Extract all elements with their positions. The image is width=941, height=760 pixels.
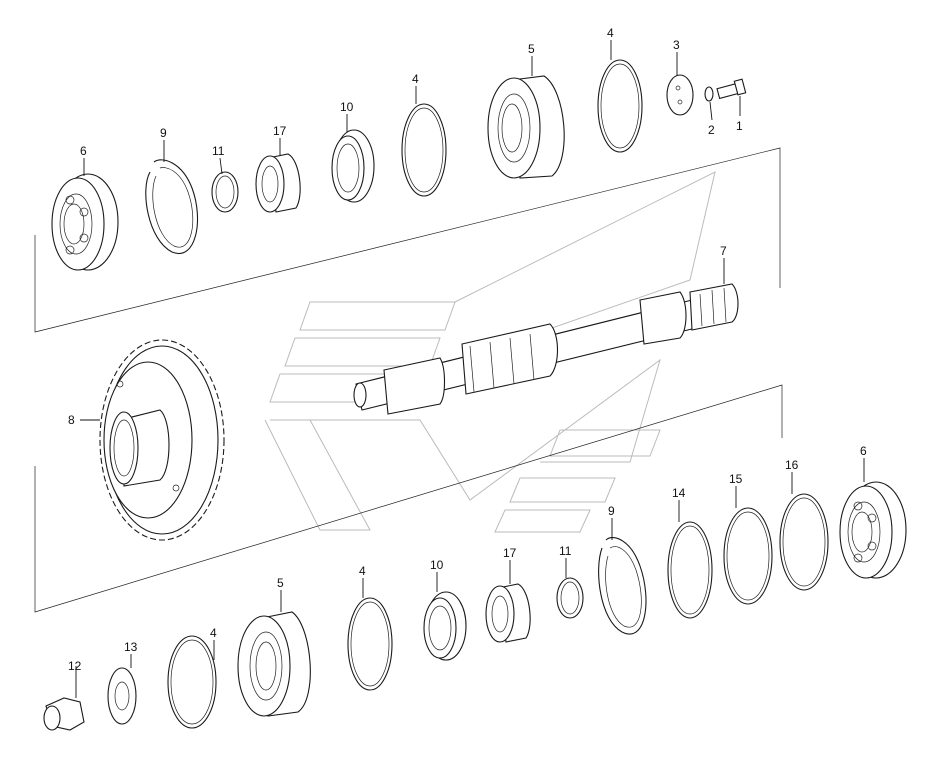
o-ring-4-upper-b [597, 59, 643, 153]
seal-10-upper [331, 129, 375, 203]
label-4-lower-a: 4 [210, 626, 217, 640]
o-ring-15 [723, 507, 773, 605]
washer-2 [704, 86, 714, 102]
o-ring-14 [667, 521, 713, 619]
watermark-logo [264, 171, 716, 533]
label-5-lower: 5 [277, 576, 284, 590]
label-11-upper: 11 [212, 144, 225, 158]
label-15: 15 [729, 472, 743, 486]
label-14: 14 [672, 486, 686, 500]
o-ring-16 [779, 493, 829, 591]
label-6-lower: 6 [860, 444, 867, 458]
label-5-upper: 5 [528, 42, 535, 56]
upper-assembly-box [34, 147, 781, 333]
label-4-upper-a: 4 [412, 72, 419, 86]
nut-12 [43, 697, 85, 731]
label-6-upper: 6 [80, 144, 87, 158]
ring-11-upper [211, 171, 239, 213]
label-7: 7 [720, 244, 727, 258]
collar-17-lower [485, 583, 531, 643]
snap-ring-9-upper [145, 159, 198, 255]
bearing-6-upper [51, 173, 119, 271]
seal-10-lower [423, 591, 467, 661]
collar-17-upper [255, 153, 301, 213]
label-4-lower-b: 4 [359, 564, 366, 578]
part-labels: 6 9 11 17 10 4 5 4 3 2 1 7 8 9 14 15 16 … [68, 26, 867, 673]
label-17-lower: 17 [503, 546, 517, 560]
ring-11-lower [556, 577, 584, 619]
label-12: 12 [68, 659, 82, 673]
label-3: 3 [673, 38, 680, 52]
o-ring-4-upper-a [401, 103, 447, 197]
bolt-1 [716, 78, 747, 100]
gear-8 [99, 339, 225, 541]
label-11-lower: 11 [559, 544, 572, 558]
leader-lines [75, 40, 865, 698]
bearing-6-lower [839, 481, 907, 579]
label-17-upper: 17 [273, 124, 287, 138]
label-13: 13 [124, 640, 138, 654]
label-8: 8 [68, 413, 75, 427]
snap-ring-9-lower [598, 537, 647, 635]
o-ring-4-lower-a [167, 635, 217, 729]
label-2: 2 [708, 123, 715, 137]
housing-5-upper [487, 75, 565, 179]
label-4-upper-b: 4 [607, 26, 614, 40]
housing-5-lower [237, 611, 311, 717]
o-ring-4-lower-b [347, 597, 393, 691]
washer-3 [666, 74, 694, 116]
shaft-7 [353, 283, 739, 415]
label-1: 1 [736, 119, 743, 133]
label-10-lower: 10 [430, 558, 444, 572]
lower-assembly-box [34, 384, 783, 613]
washer-13 [107, 667, 137, 725]
label-10-upper: 10 [340, 100, 354, 114]
label-9-upper: 9 [160, 126, 167, 140]
label-9-lower: 9 [608, 504, 615, 518]
label-16: 16 [785, 458, 799, 472]
